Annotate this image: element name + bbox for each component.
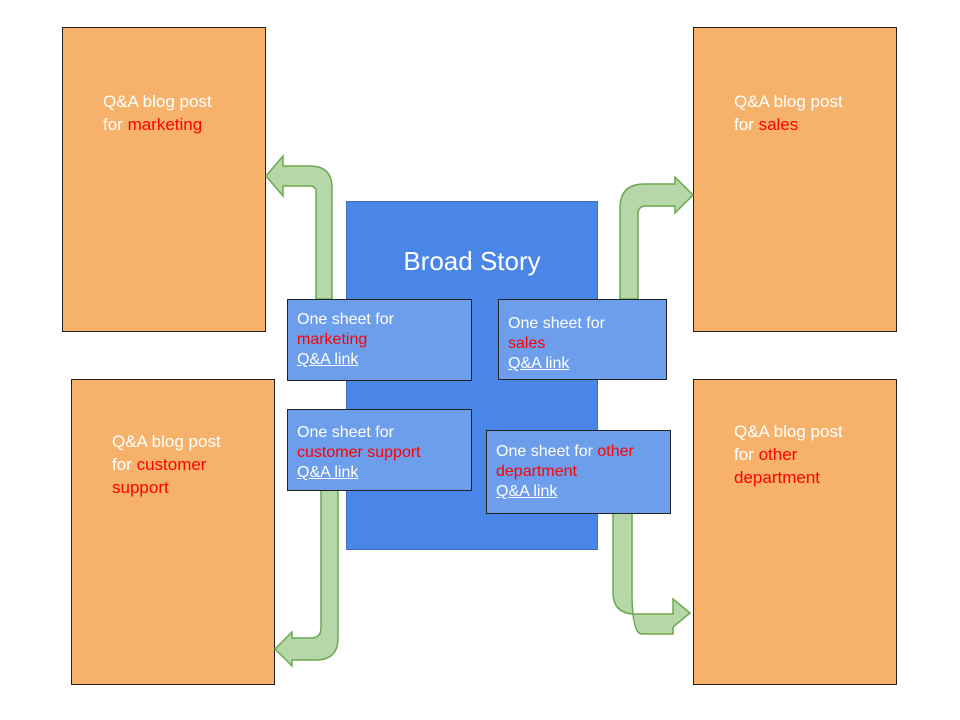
one-sheet-customer-support-dept: customer support (297, 444, 421, 461)
arrow-to-other-blog (612, 512, 692, 635)
one-sheet-marketing-qa-link[interactable]: Q&A link (297, 351, 359, 368)
blog-post-sales-text: Q&A blog post for sales (734, 92, 843, 134)
one-sheet-customer-support-qa-link[interactable]: Q&A link (297, 464, 359, 481)
one-sheet-other: One sheet for other department Q&A link (486, 430, 671, 514)
one-sheet-sales: One sheet for sales Q&A link (498, 299, 667, 380)
one-sheet-sales-label: One sheet for (508, 315, 605, 332)
blog-post-marketing-text: Q&A blog post for marketing (103, 92, 212, 134)
one-sheet-customer-support-label: One sheet for (297, 424, 394, 441)
blog-post-marketing-box: Q&A blog post for marketing (62, 27, 266, 332)
arrow-to-customer-support-blog (273, 489, 339, 668)
one-sheet-customer-support: One sheet for customer support Q&A link (287, 409, 472, 491)
one-sheet-other-label: One sheet for (496, 443, 598, 460)
one-sheet-sales-dept: sales (508, 335, 546, 352)
broad-story-title: Broad Story (403, 246, 541, 276)
one-sheet-marketing: One sheet for marketing Q&A link (287, 299, 472, 381)
one-sheet-marketing-label: One sheet for (297, 311, 394, 328)
blog-post-other-box: Q&A blog post for other department (693, 379, 897, 685)
blog-post-sales-box: Q&A blog post for sales (693, 27, 897, 332)
blog-post-customer-support-dept: customer (136, 455, 207, 474)
blog-post-sales-dept: sales (758, 115, 799, 134)
one-sheet-marketing-dept: marketing (297, 331, 368, 348)
blog-post-customer-support-box: Q&A blog post for customer support (71, 379, 275, 685)
blog-post-other-dept: other (758, 445, 798, 464)
arrow-to-sales-blog (619, 175, 695, 300)
one-sheet-other-dept: other (597, 443, 634, 460)
one-sheet-other-qa-link[interactable]: Q&A link (496, 483, 558, 500)
blog-post-other-text: Q&A blog post for other department (734, 422, 843, 487)
blog-post-marketing-dept: marketing (127, 115, 203, 134)
blog-post-customer-support-text: Q&A blog post for customer support (112, 432, 221, 497)
one-sheet-sales-qa-link[interactable]: Q&A link (508, 355, 570, 372)
arrow-to-marketing-blog (265, 153, 333, 300)
